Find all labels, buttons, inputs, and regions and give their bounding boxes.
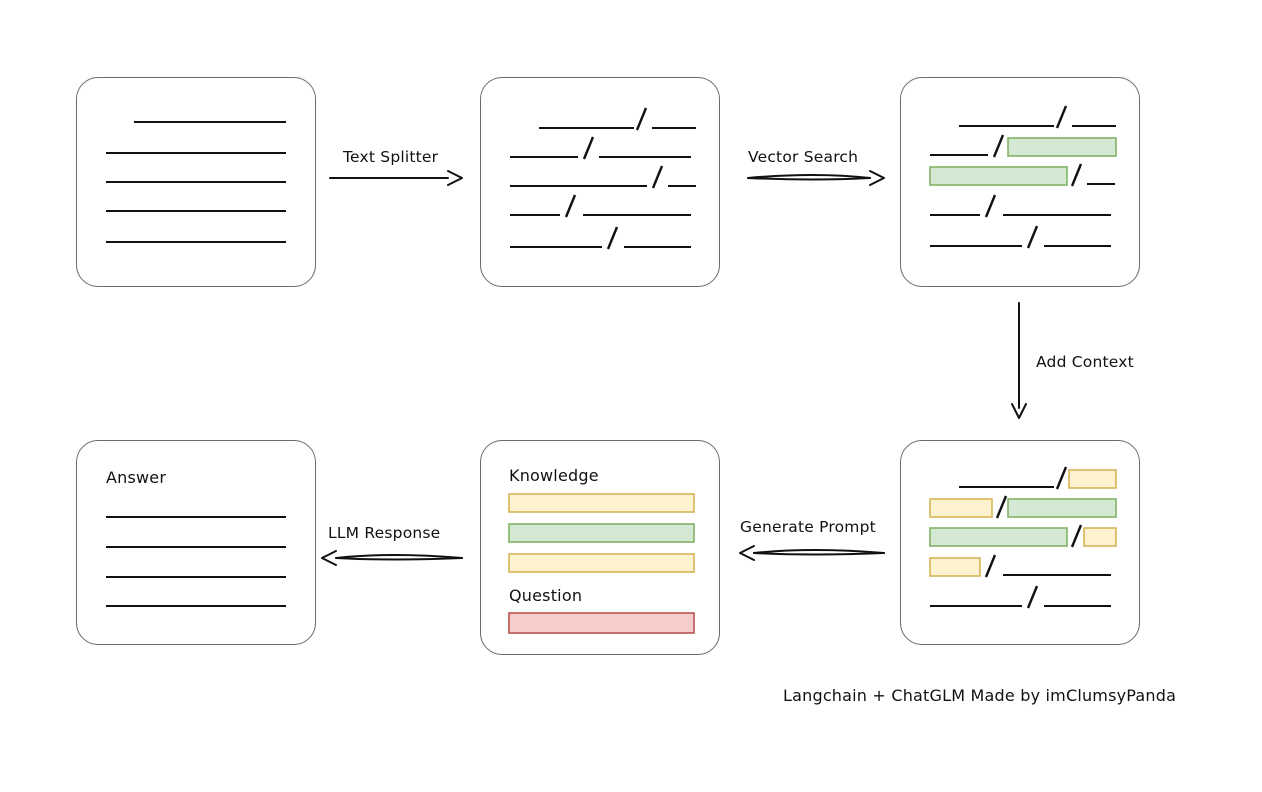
- context-document[interactable]: [900, 440, 1140, 645]
- generate-prompt-arrow[interactable]: [739, 545, 885, 561]
- llm-response-shaft-upper: [335, 554, 463, 559]
- knowledge-section-title: Knowledge: [509, 466, 599, 485]
- vector-search-shaft-lower: [747, 177, 871, 181]
- text-splitter-arrow[interactable]: [329, 170, 463, 186]
- add-context-head: [1011, 403, 1027, 419]
- answer-document[interactable]: [76, 440, 316, 645]
- vector-matched-document[interactable]: [900, 77, 1140, 287]
- llm-response-arrow[interactable]: [321, 550, 463, 566]
- generate-prompt-head: [739, 545, 755, 561]
- footer-credit: Langchain + ChatGLM Made by imClumsyPand…: [783, 686, 1177, 705]
- vector-search-arrow[interactable]: [747, 170, 885, 186]
- question-section-title: Question: [509, 586, 583, 605]
- add-context-arrow[interactable]: [1011, 302, 1027, 419]
- vector-search-shaft-upper: [747, 174, 871, 179]
- generate-prompt-shaft-lower: [753, 552, 885, 556]
- text-splitter-head: [447, 170, 463, 186]
- generate-prompt-shaft-upper: [753, 549, 885, 554]
- llm-response-shaft-lower: [335, 557, 463, 561]
- split-document[interactable]: [480, 77, 720, 287]
- llm-response-label: LLM Response: [328, 524, 441, 542]
- vector-search-label: Vector Search: [748, 148, 859, 166]
- vector-search-head: [869, 170, 885, 186]
- generate-prompt-label: Generate Prompt: [740, 518, 876, 536]
- add-context-label: Add Context: [1036, 353, 1134, 371]
- text-splitter-label: Text Splitter: [343, 148, 439, 166]
- source-document[interactable]: [76, 77, 316, 287]
- llm-response-head: [321, 550, 337, 566]
- answer-document-title: Answer: [106, 468, 167, 487]
